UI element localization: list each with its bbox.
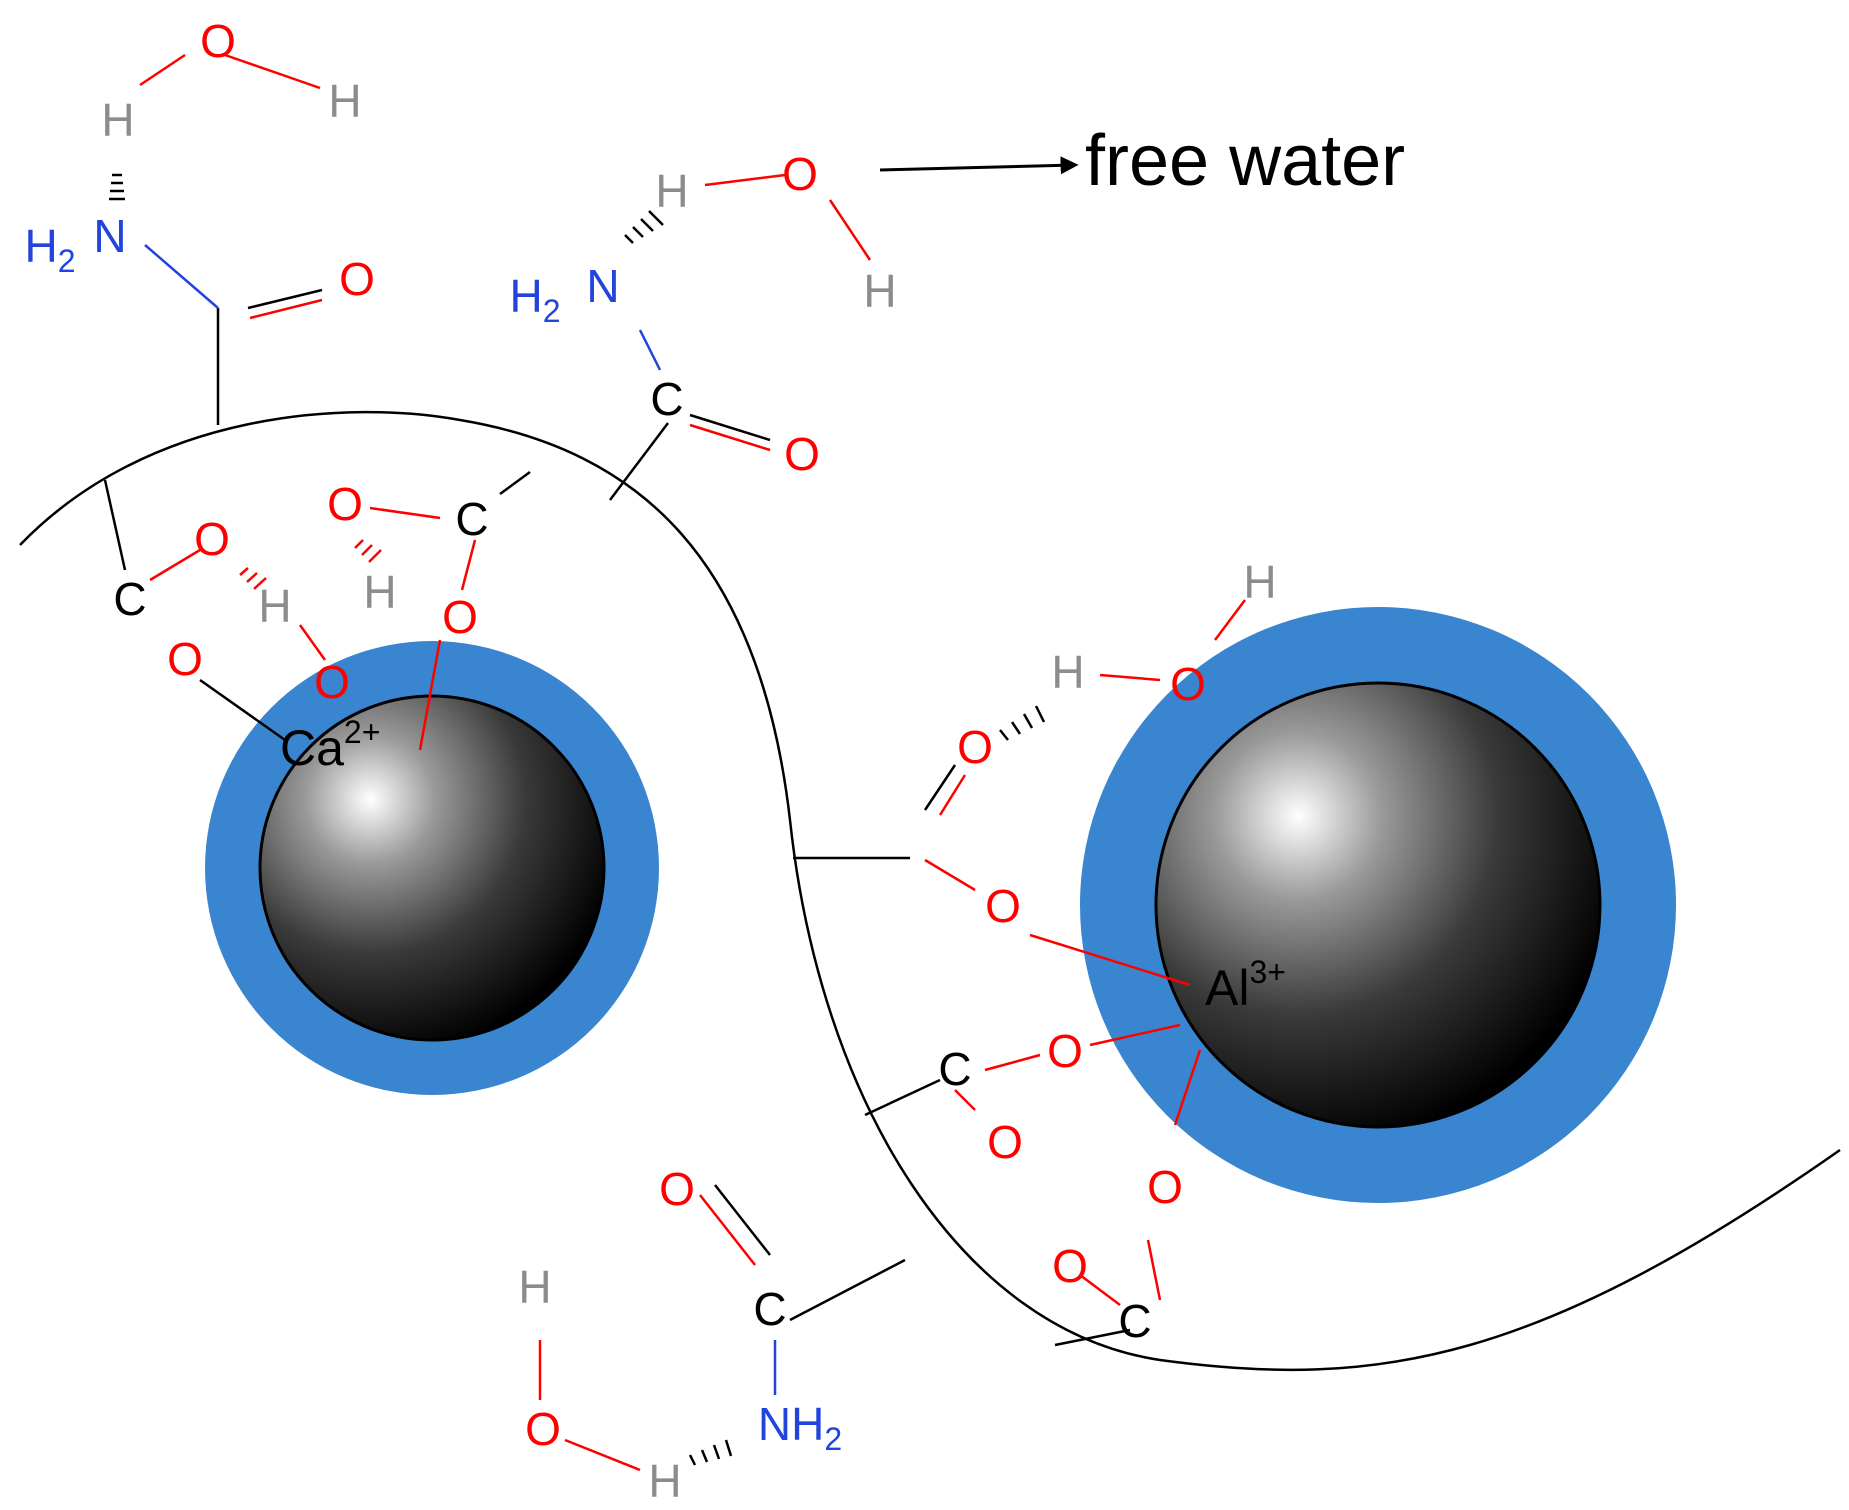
atom-o-amide-2: O <box>784 428 820 480</box>
atom-o-carboxyl-1b: O <box>442 591 478 643</box>
atom-h-free-1: H <box>655 165 688 217</box>
atom-n-amide-1: N <box>93 210 126 262</box>
atom-o-al-carboxyl-2: O <box>1047 1025 1083 1077</box>
atom-h-al-water-2: H <box>1051 646 1084 698</box>
calcium-ion <box>205 641 659 1095</box>
calcium-ion-label: Ca2+ <box>280 714 380 776</box>
atom-h-bottom-water-1: H <box>518 1261 551 1313</box>
hydrogen-bond-hashes <box>109 173 1046 1466</box>
atom-o-bottom-water: O <box>525 1403 561 1455</box>
atom-o-al-carboxyl-3b: O <box>1052 1240 1088 1292</box>
atom-labels: O H H H2 N O H O H H2 N C O O C O O C O … <box>24 15 1276 1507</box>
aluminium-ion <box>1080 607 1676 1203</box>
atom-nh2-amide-3: NH2 <box>758 1398 842 1457</box>
atom-o-amide-1: O <box>339 253 375 305</box>
free-water-label: free water <box>1085 121 1405 201</box>
colored-bonds <box>139 53 1246 1472</box>
atom-h2-amide-2: H2 <box>509 270 560 329</box>
atom-o-al-carboxyl-3: O <box>1147 1161 1183 1213</box>
atom-h-al-water-1: H <box>1243 556 1276 608</box>
atom-c-amide-2: C <box>650 373 683 425</box>
aluminium-sphere <box>1154 681 1602 1129</box>
atom-h-bridge-1: H <box>258 580 291 632</box>
atom-o-amide-3: O <box>659 1163 695 1215</box>
atom-c-amide-3: C <box>753 1283 786 1335</box>
polymer-backbone-left <box>19 410 1841 1372</box>
atom-h-water-1a: H <box>328 75 361 127</box>
atom-o-carboxyl-1: O <box>327 478 363 530</box>
atom-h-free-2: H <box>863 265 896 317</box>
atom-o-carboxyl-2b: O <box>167 633 203 685</box>
atom-o-carboxyl-2: O <box>194 513 230 565</box>
aluminium-ion-label: Al3+ <box>1205 954 1286 1016</box>
calcium-sphere <box>258 694 606 1042</box>
atom-h-bridge-2: H <box>363 566 396 618</box>
atom-c-al-carboxyl-2: C <box>938 1043 971 1095</box>
atom-o-water-1: O <box>200 15 236 67</box>
atom-o-al-water: O <box>1170 658 1206 710</box>
atom-o-bridge-water: O <box>314 656 350 708</box>
atom-c-carboxyl-1: C <box>455 493 488 545</box>
atom-o-al-carboxyl-1b: O <box>985 880 1021 932</box>
atom-o-free: O <box>782 148 818 200</box>
atom-n-amide-2: N <box>586 260 619 312</box>
atom-c-carboxyl-2: C <box>113 573 146 625</box>
atom-h-water-1b: H <box>101 94 134 146</box>
atom-h2-amide-1: H2 <box>24 220 75 279</box>
black-bonds <box>103 156 1131 1347</box>
atom-o-al-carboxyl-2b: O <box>987 1116 1023 1168</box>
atom-o-al-carboxyl-1: O <box>957 721 993 773</box>
atom-h-bottom-water-2: H <box>648 1455 681 1507</box>
atom-c-al-carboxyl-3: C <box>1118 1295 1151 1347</box>
